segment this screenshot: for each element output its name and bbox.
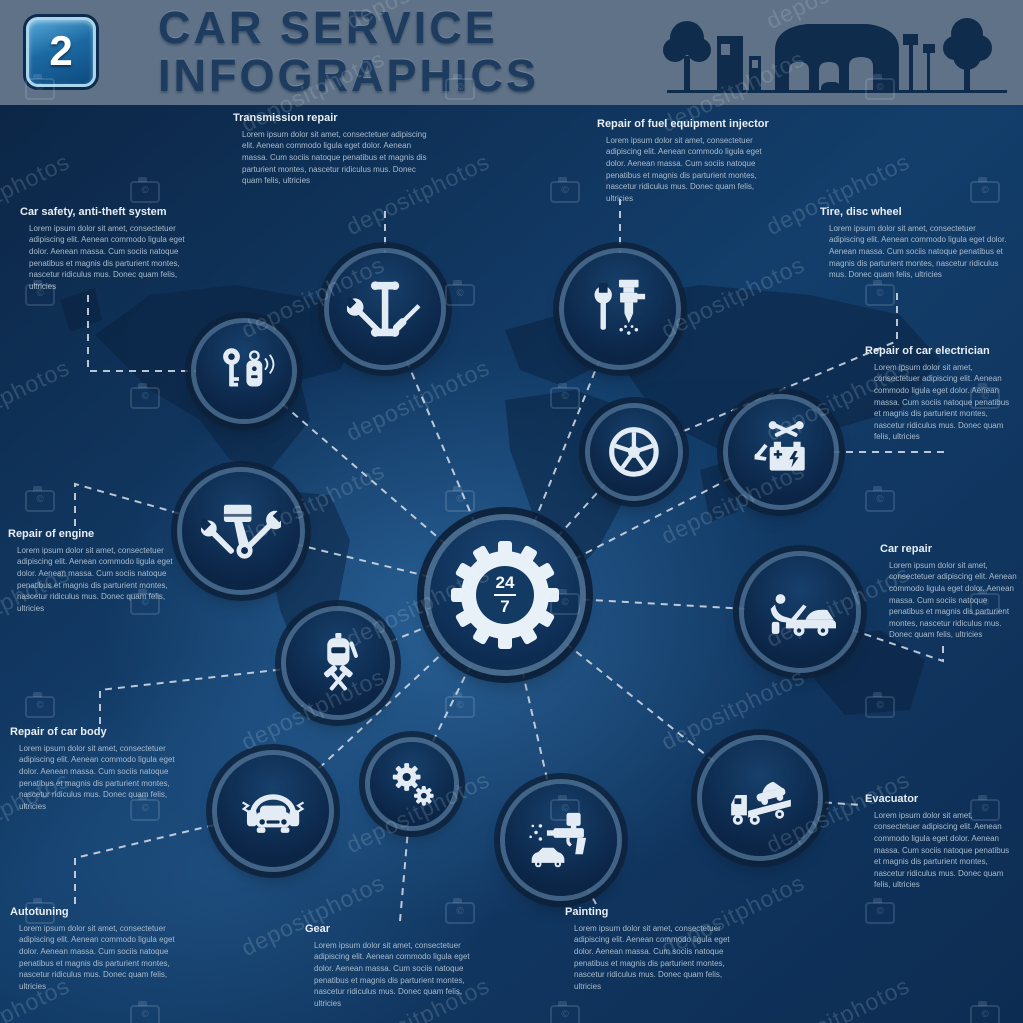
block-title: Repair of car body	[10, 726, 107, 738]
spray-gun-car-icon	[529, 812, 587, 868]
node-car-repair	[744, 556, 856, 668]
battery-icon	[754, 421, 805, 471]
node-transmission	[329, 253, 441, 365]
car-headphones-icon	[241, 794, 305, 833]
hub-24-7: 24 7	[430, 520, 580, 670]
welding-mask-hammers-icon	[323, 632, 358, 691]
page-title: CAR SERVICE INFOGRAPHICS	[158, 4, 539, 100]
block-body: Lorem ipsum dolor sit amet, consectetuer…	[17, 545, 173, 613]
text-block-car-repair: Car repair Lorem ipsum dolor sit amet, c…	[880, 543, 1017, 641]
hub-days-label: 7	[500, 597, 510, 616]
block-body: Lorem ipsum dolor sit amet, consectetuer…	[889, 560, 1017, 640]
gears-icon	[393, 763, 435, 807]
block-body: Lorem ipsum dolor sit amet, consectetuer…	[574, 923, 730, 991]
block-body: Lorem ipsum dolor sit amet, consectetuer…	[19, 923, 175, 991]
block-title: Painting	[565, 906, 609, 918]
block-body: Lorem ipsum dolor sit amet, consectetuer…	[874, 362, 1010, 442]
node-autotuning	[217, 755, 329, 867]
text-block-car-body-repair: Repair of car body Lorem ipsum dolor sit…	[10, 726, 188, 812]
text-block-car-safety: Car safety, anti-theft system Lorem ipsu…	[20, 206, 205, 292]
transmission-icon	[346, 281, 421, 337]
text-block-engine-repair: Repair of engine Lorem ipsum dolor sit a…	[8, 528, 180, 614]
block-title: Gear	[305, 923, 331, 935]
text-block-transmission-repair: Transmission repair Lorem ipsum dolor si…	[233, 112, 428, 187]
mechanic-hood-icon	[770, 594, 836, 636]
block-title: Repair of engine	[8, 528, 95, 540]
car-alarm-keys-icon	[223, 348, 275, 387]
block-body: Lorem ipsum dolor sit amet, consectetuer…	[242, 129, 427, 186]
block-title: Autotuning	[10, 906, 69, 918]
node-car-body-repair	[286, 611, 390, 715]
piston-wrench-icon	[200, 504, 282, 559]
block-title: Transmission repair	[233, 112, 338, 124]
node-engine-repair	[182, 472, 300, 590]
block-title: Evacuator	[865, 793, 919, 805]
tow-truck-icon	[730, 781, 791, 825]
connector	[399, 783, 413, 922]
injector-icon	[594, 279, 646, 335]
block-body: Lorem ipsum dolor sit amet, consectetuer…	[19, 743, 175, 811]
node-painting	[505, 784, 617, 896]
node-car-safety	[196, 323, 292, 419]
alloy-wheel-icon	[609, 427, 659, 477]
text-block-autotuning: Autotuning Lorem ipsum dolor sit amet, c…	[10, 906, 188, 992]
garage-skyline-illustration	[663, 18, 1007, 93]
block-title: Repair of car electrician	[865, 345, 990, 357]
block-title: Repair of fuel equipment injector	[597, 118, 769, 130]
title-line-2: INFOGRAPHICS	[158, 50, 540, 101]
node-evacuator	[702, 740, 818, 856]
text-block-gear: Gear Lorem ipsum dolor sit amet, consect…	[305, 923, 475, 1009]
block-body: Lorem ipsum dolor sit amet, consectetuer…	[606, 135, 762, 203]
hub-divider	[494, 594, 516, 596]
connector	[74, 810, 274, 904]
connector	[799, 611, 944, 663]
node-gear	[370, 742, 454, 826]
block-body: Lorem ipsum dolor sit amet, consectetuer…	[29, 223, 185, 291]
text-block-fuel-injector: Repair of fuel equipment injector Lorem …	[597, 118, 772, 204]
block-title: Car repair	[880, 543, 932, 555]
title-line-1: CAR SERVICE	[158, 2, 498, 53]
block-body: Lorem ipsum dolor sit amet, consectetuer…	[829, 223, 1007, 280]
block-body: Lorem ipsum dolor sit amet, consectetuer…	[874, 810, 1010, 890]
text-block-painting: Painting Lorem ipsum dolor sit amet, con…	[565, 906, 743, 992]
node-car-electrician	[728, 399, 834, 505]
gear-24-7-icon: 24 7	[430, 520, 580, 670]
hub-hours-label: 24	[495, 573, 515, 593]
text-block-car-electrician: Repair of car electrician Lorem ipsum do…	[865, 345, 1017, 443]
text-block-tire-disc-wheel: Tire, disc wheel Lorem ipsum dolor sit a…	[820, 206, 1010, 281]
node-tire-wheel	[590, 408, 678, 496]
header-bar: 2 CAR SERVICE INFOGRAPHICS	[0, 0, 1023, 105]
connector	[633, 293, 898, 453]
block-title: Tire, disc wheel	[820, 206, 902, 218]
block-title: Car safety, anti-theft system	[20, 206, 167, 218]
text-block-evacuator: Evacuator Lorem ipsum dolor sit amet, co…	[865, 793, 1017, 891]
node-fuel-injector	[564, 253, 676, 365]
block-body: Lorem ipsum dolor sit amet, consectetuer…	[314, 940, 470, 1008]
connector	[504, 594, 801, 613]
page-number-badge: 2	[26, 17, 96, 87]
